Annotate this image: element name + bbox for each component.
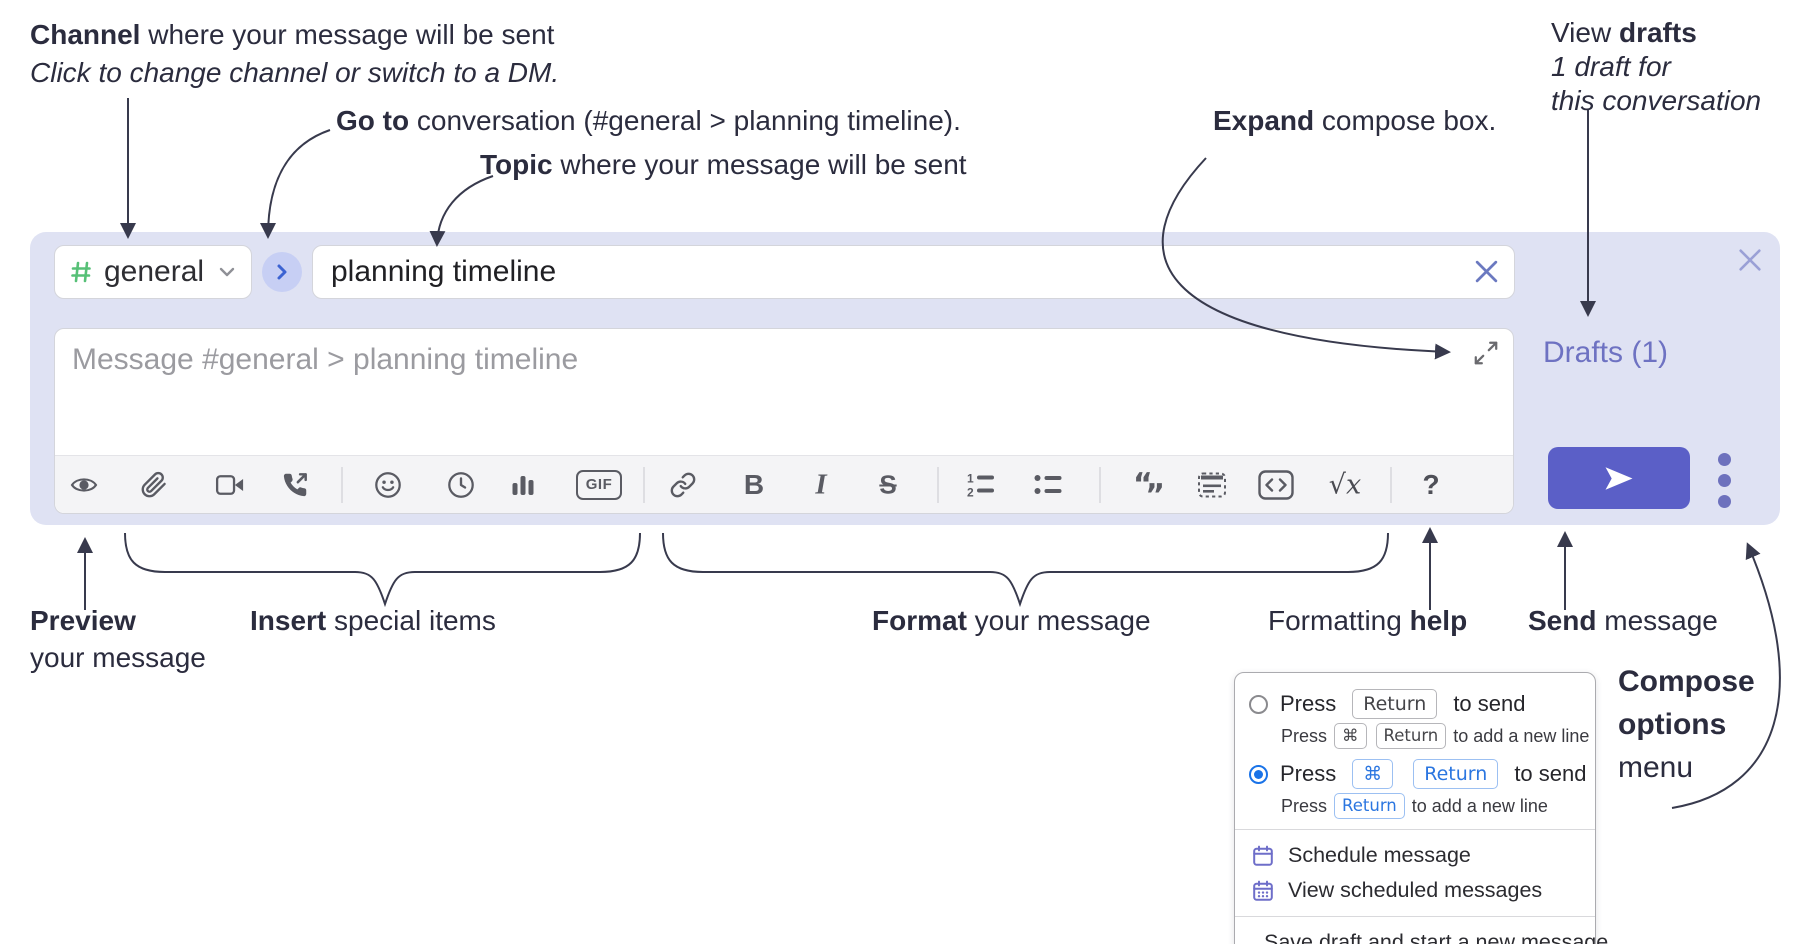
strikethrough-icon[interactable]: S	[879, 469, 897, 499]
radio-unselected-icon[interactable]	[1249, 694, 1268, 714]
hash-icon	[71, 261, 91, 283]
expand-annotation: Expand compose box.	[1213, 105, 1497, 136]
bold-icon[interactable]: B	[743, 468, 765, 500]
gif-icon[interactable]: GIF	[576, 469, 622, 500]
toolbar-divider	[937, 466, 939, 503]
video-call-icon[interactable]	[215, 473, 245, 497]
menu-item-save-draft[interactable]: Save draft and start a new message	[1249, 925, 1608, 944]
close-compose-icon[interactable]	[1736, 246, 1764, 279]
link-icon[interactable]	[670, 471, 697, 498]
topic-annotation: Topic where your message will be sent	[480, 149, 967, 180]
brace-format	[662, 532, 1389, 608]
channel-name: general	[104, 255, 205, 288]
global-time-icon[interactable]	[448, 471, 475, 498]
toolbar-divider	[1390, 466, 1392, 503]
send-button[interactable]	[1548, 447, 1690, 509]
channel-annotation: Channel where your message will be sent …	[30, 19, 560, 88]
topic-input[interactable]	[312, 245, 1515, 299]
menu-item-view-scheduled[interactable]: View scheduled messages	[1249, 873, 1581, 908]
arrow-goto	[260, 129, 331, 239]
dot	[1718, 474, 1731, 487]
kbd-cmd: ⌘	[1334, 723, 1367, 749]
code-icon[interactable]	[1258, 469, 1294, 500]
bulleted-list-icon[interactable]	[1033, 471, 1063, 498]
math-latex-icon[interactable]: √x	[1328, 469, 1362, 500]
toolbar-divider	[1099, 466, 1101, 503]
go-to-conversation-button[interactable]	[262, 252, 302, 292]
compose-options-annotation: Compose options menu	[1618, 665, 1755, 784]
calendar-icon	[1253, 845, 1273, 866]
emoji-icon[interactable]	[375, 471, 402, 498]
menu-item-schedule-message[interactable]: Schedule message	[1249, 838, 1581, 873]
view-drafts-annotation: View drafts 1 draft for this conversatio…	[1551, 17, 1762, 116]
compose-options-menu-button[interactable]	[1718, 453, 1731, 508]
compose-box: general Drafts (1)	[30, 232, 1780, 525]
insert-annotation: Insert special items	[250, 605, 496, 636]
brace-insert	[124, 532, 641, 608]
svg-text:1: 1	[967, 471, 974, 485]
preview-eye-icon[interactable]	[70, 473, 98, 497]
kbd-return: Return	[1352, 689, 1438, 719]
channel-selector[interactable]: general	[54, 245, 252, 299]
calendar-dots-icon	[1253, 880, 1273, 901]
topic-field-wrap	[312, 245, 1515, 299]
kbd-cmd: ⌘	[1352, 759, 1394, 789]
menu-divider	[1235, 829, 1595, 830]
chevron-down-icon	[219, 267, 235, 277]
send-message-annotation: Send message	[1528, 605, 1718, 636]
attach-paperclip-icon[interactable]	[141, 471, 168, 498]
kbd-return: Return	[1375, 723, 1447, 749]
formatting-help-icon[interactable]: ?	[1422, 468, 1440, 500]
topic-clear-icon[interactable]	[1474, 259, 1499, 289]
drafts-link[interactable]: Drafts (1)	[1543, 336, 1669, 369]
dot	[1718, 453, 1731, 466]
dot	[1718, 495, 1731, 508]
message-box: GIF B I S 12 “”	[54, 328, 1514, 514]
svg-text:2: 2	[967, 485, 974, 498]
kbd-return: Return	[1413, 759, 1499, 789]
send-plane-icon	[1605, 466, 1633, 490]
preview-annotation: Preview your message	[30, 605, 206, 673]
poll-icon[interactable]	[510, 473, 536, 497]
menu-divider	[1235, 916, 1595, 917]
goto-annotation: Go to conversation (#general > planning …	[336, 105, 961, 136]
spoiler-icon[interactable]	[1197, 471, 1227, 498]
toolbar-divider	[341, 466, 343, 503]
chevron-right-icon	[277, 264, 287, 280]
kbd-return: Return	[1334, 793, 1405, 819]
italic-icon[interactable]: I	[815, 468, 827, 500]
format-annotation: Format your message	[872, 605, 1151, 636]
toolbar-divider	[643, 466, 645, 503]
formatting-help-annotation: Formatting help	[1268, 605, 1468, 636]
expand-compose-icon[interactable]	[1473, 340, 1499, 371]
radio-selected-icon[interactable]	[1249, 764, 1268, 784]
quote-icon[interactable]: “”	[1133, 466, 1165, 513]
message-input[interactable]	[55, 329, 1513, 455]
voice-call-icon[interactable]	[282, 471, 309, 498]
